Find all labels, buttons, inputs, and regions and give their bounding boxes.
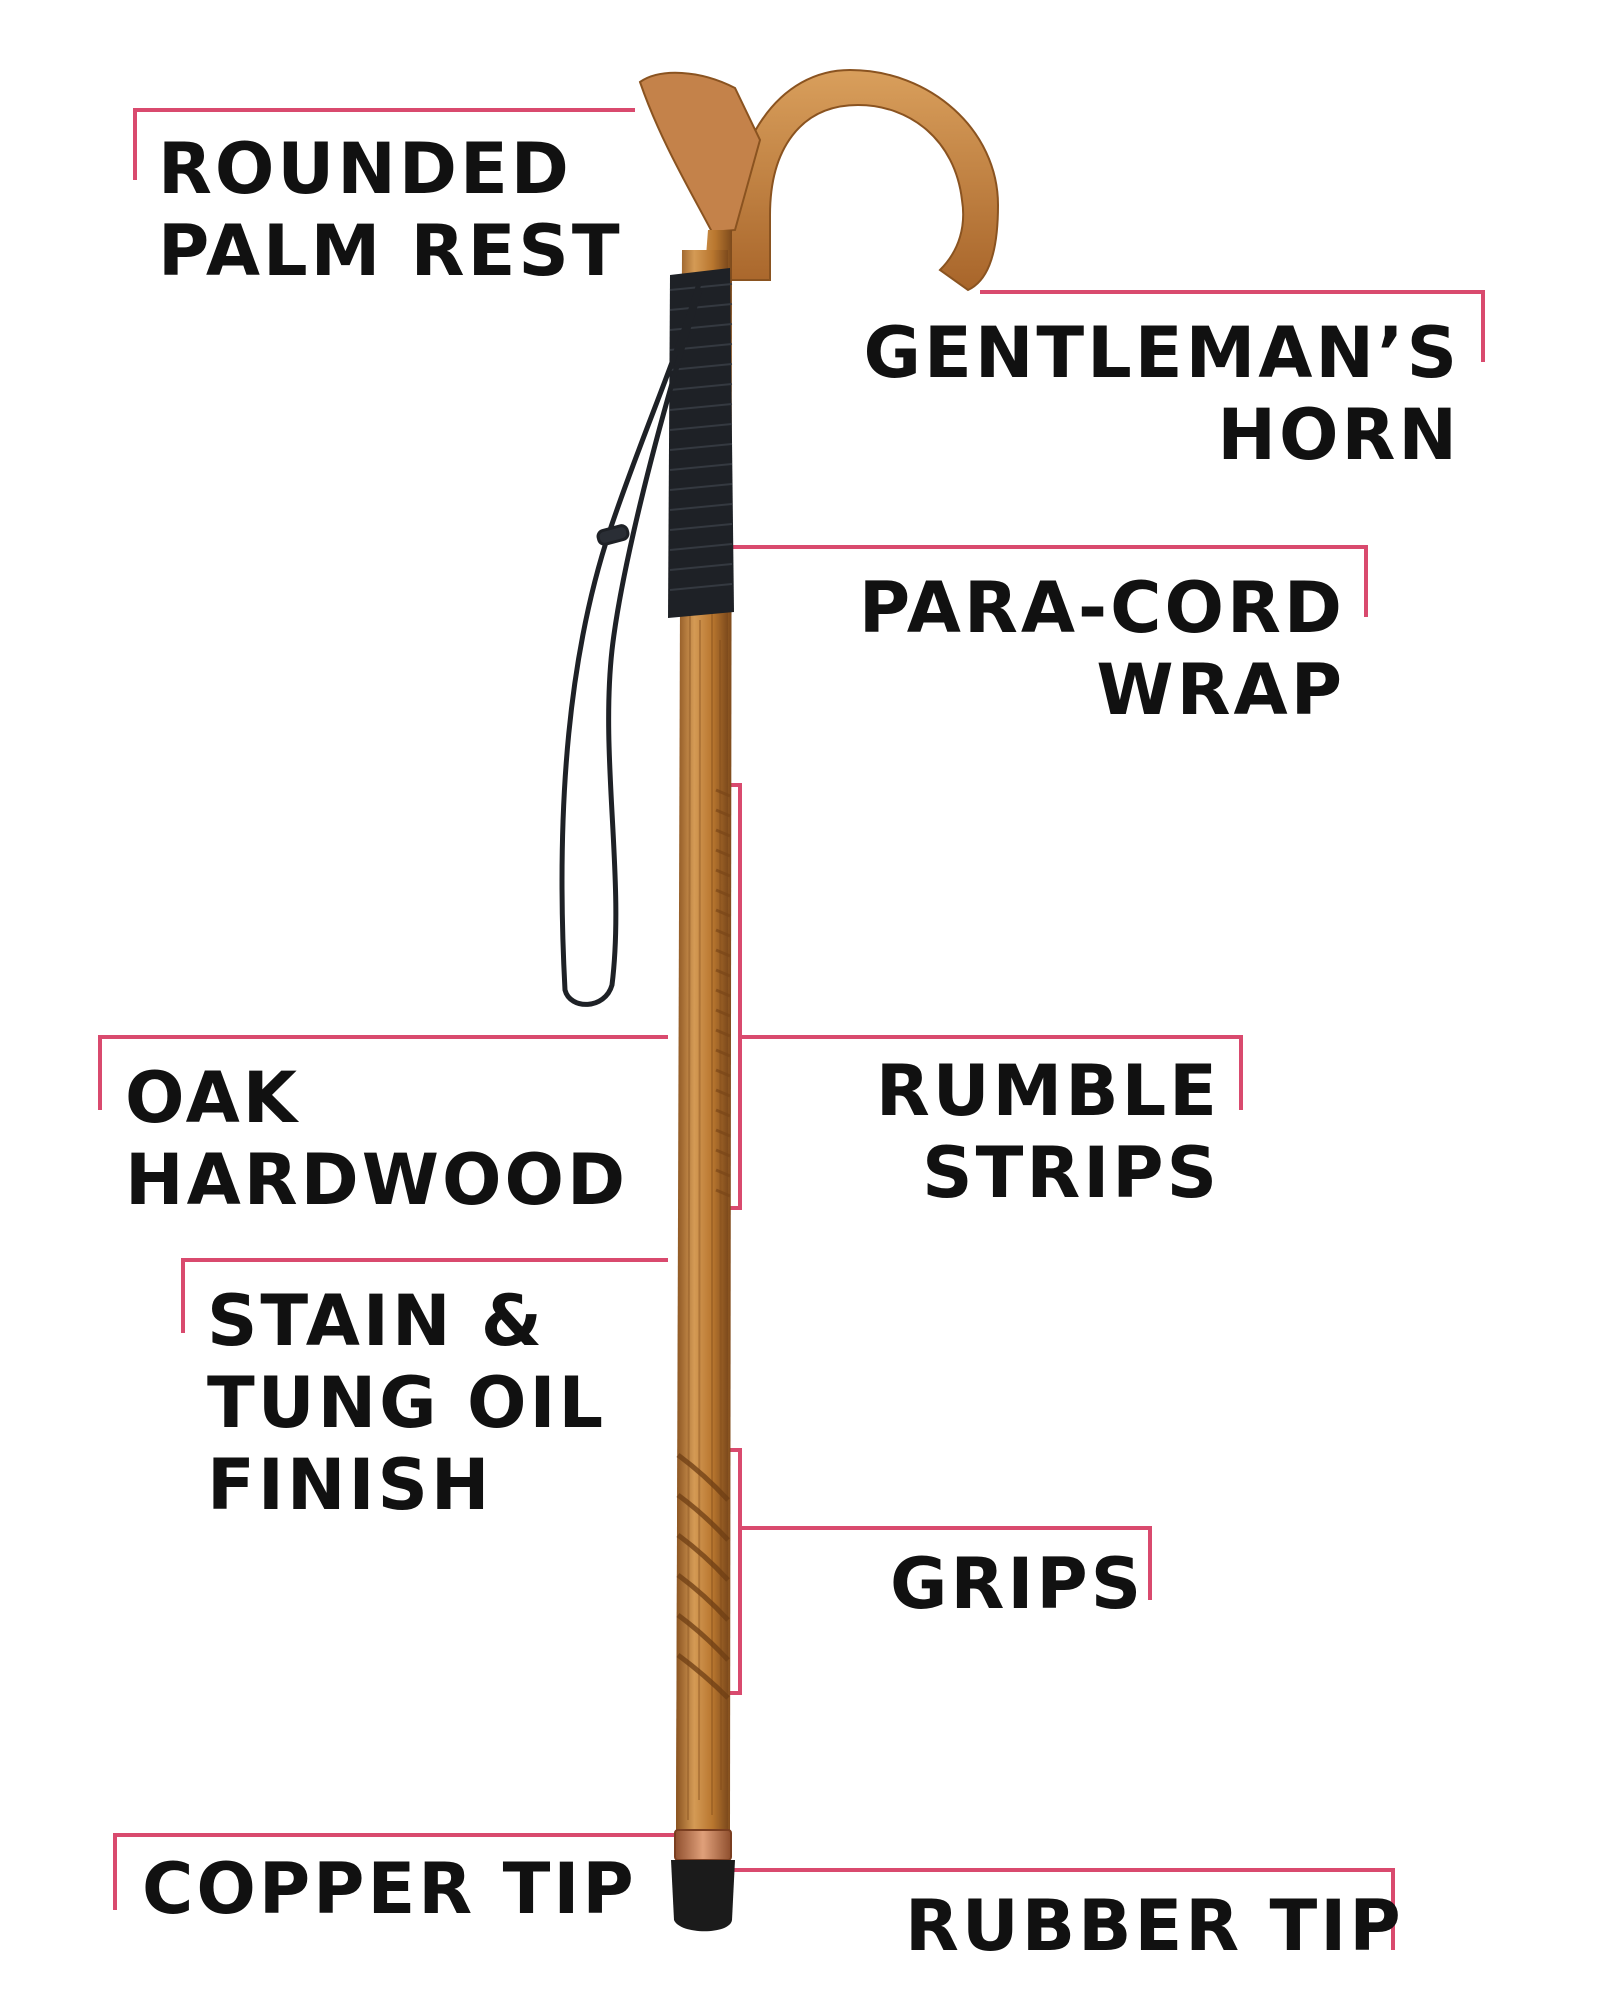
- label-line: PARA-CORD: [858, 567, 1345, 649]
- label-line: STAIN &: [207, 1280, 545, 1362]
- leader-line-grips-bracket: [728, 1448, 742, 1695]
- para-cord-wrap: [668, 268, 734, 618]
- label-gentlemans-horn: GENTLEMAN’S HORN: [864, 312, 1460, 476]
- shaft-main: [676, 250, 728, 1830]
- label-grips: GRIPS: [890, 1543, 1144, 1625]
- leader-line-rumble: [740, 1035, 1243, 1110]
- label-rubber-tip: RUBBER TIP: [905, 1885, 1404, 1967]
- leader-line-para-cord: [725, 545, 1368, 617]
- leader-line-rubber-tip: [725, 1868, 1395, 1950]
- label-line: HORN: [1217, 394, 1460, 476]
- label-line: OAK: [125, 1057, 301, 1139]
- leader-line-oak: [98, 1035, 668, 1110]
- leader-line-grips: [740, 1526, 1152, 1600]
- label-line: TUNG OIL: [207, 1362, 607, 1444]
- leader-line-palm-rest: [133, 108, 635, 180]
- label-line: RUMBLE: [875, 1050, 1220, 1132]
- label-para-cord-wrap: PARA-CORD WRAP: [859, 567, 1345, 731]
- label-rumble-strips: RUMBLE STRIPS: [876, 1050, 1220, 1214]
- leader-line-rumble-bracket: [728, 783, 742, 1210]
- lanyard-strap: [559, 279, 703, 1007]
- label-line: WRAP: [1096, 649, 1345, 731]
- rumble-strips: [715, 788, 731, 1198]
- label-line: RUBBER TIP: [905, 1885, 1404, 1967]
- leader-line-finish: [181, 1258, 668, 1333]
- label-stain-tung-oil-finish: STAIN & TUNG OIL FINISH: [207, 1280, 606, 1526]
- label-line: COPPER TIP: [142, 1848, 637, 1930]
- label-oak-hardwood: OAK HARDWOOD: [125, 1057, 628, 1221]
- label-copper-tip: COPPER TIP: [142, 1848, 637, 1930]
- label-line: GRIPS: [890, 1543, 1145, 1625]
- label-line: ROUNDED: [158, 128, 572, 210]
- label-line: GENTLEMAN’S: [863, 312, 1460, 394]
- leader-line-horn: [980, 290, 1485, 362]
- leader-line-copper-tip: [113, 1833, 676, 1910]
- rubber-tip: [671, 1860, 735, 1932]
- label-line: FINISH: [207, 1444, 493, 1526]
- copper-ferrule: [674, 1829, 732, 1861]
- spiral-grips: [676, 1452, 730, 1700]
- label-line: STRIPS: [922, 1132, 1220, 1214]
- leader-lines: [98, 108, 1485, 1950]
- handle-crook: [727, 68, 1000, 292]
- label-rounded-palm-rest: ROUNDED PALM REST: [158, 128, 623, 292]
- label-line: PALM REST: [158, 210, 623, 292]
- label-line: HARDWOOD: [125, 1139, 629, 1221]
- handle-palm-rest: [638, 71, 762, 234]
